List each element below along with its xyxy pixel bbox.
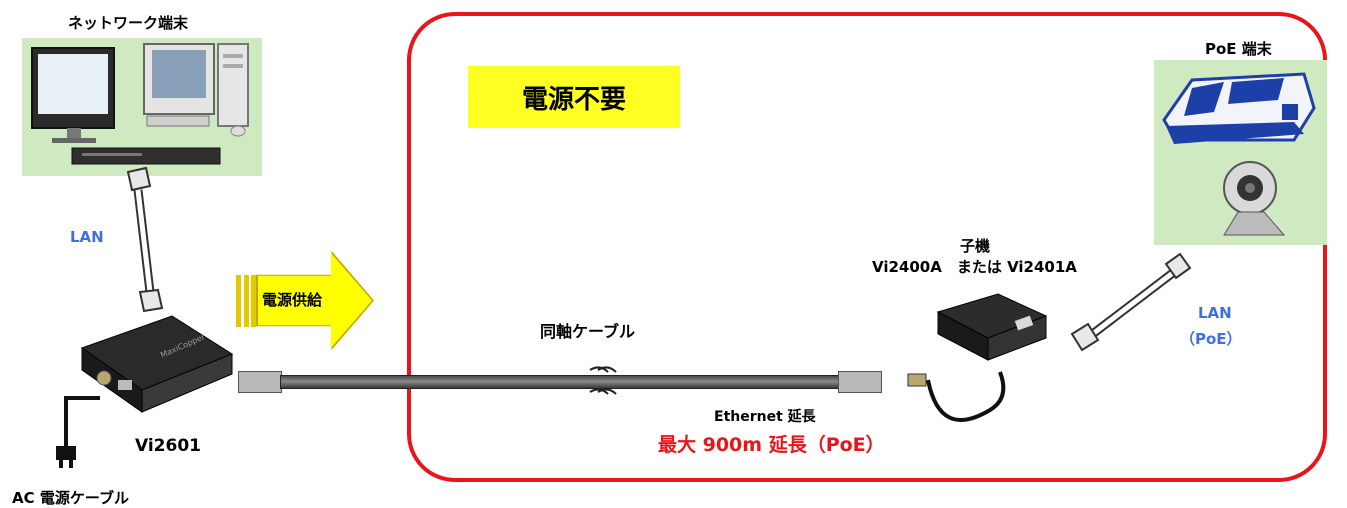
- power-supply-label: 電源供給: [262, 291, 323, 309]
- network-terminal-illustration: [31, 43, 249, 165]
- vi2601-device: MaxiCopper: [62, 308, 237, 420]
- coax-cable-label: 同軸ケーブル: [540, 322, 636, 341]
- network-terminal-label: ネットワーク端末: [68, 14, 189, 32]
- lan-right-poe-label: （PoE）: [1180, 330, 1242, 348]
- poe-terminal-illustration: [1162, 72, 1316, 236]
- sub-unit-label: 子機: [960, 237, 991, 255]
- lan-cable-right: [1070, 252, 1192, 352]
- ethernet-extension-label: Ethernet 延長: [714, 409, 816, 425]
- sub-unit-illustration: [907, 293, 1048, 387]
- vi2601-illustration: MaxiCopper: [80, 315, 234, 413]
- cable-break-mark: [589, 366, 617, 395]
- no-power-zone-frame: [407, 12, 1327, 482]
- sub-unit-device: [898, 288, 1048, 400]
- max-extension-label: 最大 900m 延長（PoE）: [658, 434, 885, 456]
- vi2601-label: Vi2601: [135, 436, 201, 456]
- lan-cable-left: [126, 166, 164, 313]
- network-terminal-image: [22, 38, 262, 176]
- arrow-stripe-3: [251, 275, 256, 327]
- coax-cable: [280, 375, 840, 389]
- poe-terminal-image: [1154, 60, 1327, 245]
- arrow-stripe-1: [236, 275, 241, 327]
- coax-connector-left: [238, 371, 282, 393]
- no-power-needed-badge: 電源不要: [468, 66, 680, 128]
- coax-connector-right: [838, 371, 882, 393]
- arrow-stripe-2: [244, 275, 249, 327]
- poe-terminal-label: PoE 端末: [1205, 40, 1272, 58]
- ac-cable-label: AC 電源ケーブル: [12, 489, 129, 507]
- ac-power-cable: [56, 396, 100, 468]
- sub-unit-models-label: Vi2400A または Vi2401A: [872, 258, 1077, 276]
- lan-right-label: LAN: [1198, 304, 1232, 322]
- lan-left-label: LAN: [70, 228, 104, 246]
- sub-unit-pigtail: [926, 371, 1006, 422]
